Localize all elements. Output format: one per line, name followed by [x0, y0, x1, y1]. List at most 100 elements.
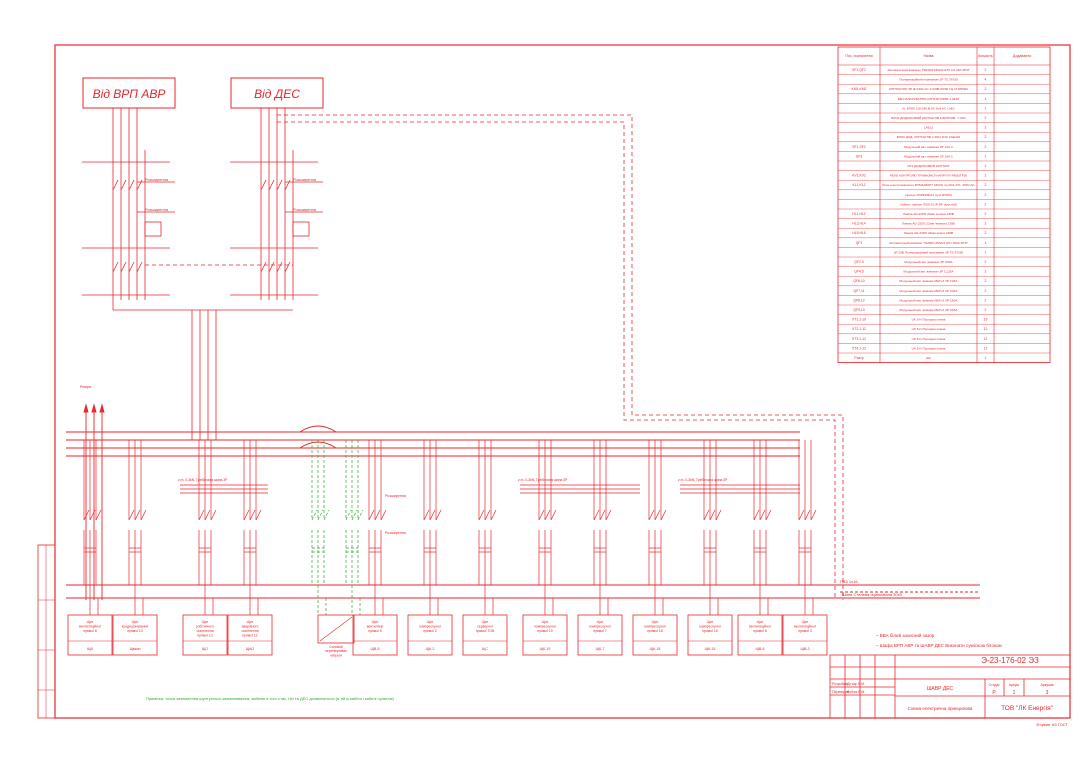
expansion-label-b: Розширення — [385, 531, 406, 535]
avr-expansion-1: Розширення — [145, 177, 168, 182]
spec-name: UK 5-N Прохідна клема — [912, 346, 946, 350]
spec-qty: 2 — [985, 260, 987, 264]
spec-header: Кількість — [978, 54, 993, 58]
spec-name: Модульний авт. вимикач 3P C125A — [904, 270, 955, 274]
spec-name: БЛОК ДОДАТКОВИЙ КОНТАКТІВ 3 ВИТРИМ. 7-3S… — [891, 116, 967, 120]
load-code: ЩК-2 — [426, 647, 435, 651]
legend-line-1: – ВВА білий захисний зазор — [876, 632, 935, 638]
feeder-branch — [368, 440, 387, 615]
load-code: ЩВ — [87, 647, 93, 651]
load-box — [632, 614, 678, 656]
load-name-line: прямої 8 — [83, 629, 97, 633]
spec-pos: QF7,11 — [853, 289, 864, 293]
load-box — [182, 614, 228, 656]
feeder-branch — [128, 440, 147, 615]
spec-pos: XT3.1-12 — [852, 337, 866, 341]
feeder-branch — [538, 440, 557, 615]
spec-pos: KV1,KV2 — [852, 174, 866, 178]
spec-header: Додавання — [1013, 54, 1031, 58]
converter-label-line: напруги — [330, 653, 342, 657]
feeder-branch — [648, 440, 667, 615]
spec-name: OF1 ДОДАТКОВИЙ КОНТАКТ — [907, 164, 950, 168]
spec-pos: QF9,13 — [853, 308, 864, 312]
reserve-label: Резерв — [80, 385, 91, 389]
comb-label-2: z.m. 0,3kN, Гребінчата шина 3P — [518, 478, 568, 482]
spec-qty: 2 — [985, 87, 987, 91]
load-name-line: Щит — [132, 620, 139, 624]
load-name-line: компресорної — [644, 625, 666, 629]
spec-name: Модульний авт. вимикач ВКН-3 3P C32A — [900, 289, 959, 293]
drawing-frame — [54, 44, 1071, 719]
expansion-label-a: Розширення — [385, 494, 406, 498]
format-note: Формат А3 ГОСТ — [1036, 722, 1068, 727]
converter-box — [317, 614, 355, 644]
load-name-line: Щит — [247, 620, 254, 624]
load-code: ЩВ-3 — [801, 647, 810, 651]
spec-qty: 2 — [985, 212, 987, 216]
load-name-line: компресорної — [699, 625, 721, 629]
spec-pos: QF8,12 — [853, 298, 864, 302]
legend-line-2: – Шафа ВРП АВР та ШАВР ДЕС Виконати сумі… — [876, 643, 1002, 648]
sheet-header: Аркуш — [1009, 683, 1020, 687]
spec-qty: 2 — [985, 270, 987, 274]
converter-diagonal — [319, 616, 353, 642]
spec-name: РЕЛЕ КОНТРОЛЮ ТРИФАЗНОЇ НАПРУГИ RM35TF30 — [890, 174, 967, 178]
spec-qty: 1 — [985, 356, 987, 360]
load-box — [687, 614, 733, 656]
load-box — [737, 614, 783, 656]
load-name-line: робітничого — [196, 625, 215, 629]
spec-pos: HL3,HL4 — [852, 222, 865, 226]
load-name-line: аварійного — [242, 625, 259, 629]
spec-qty: 12 — [984, 337, 988, 341]
load-box — [522, 614, 568, 656]
spec-qty: 12 — [984, 346, 988, 350]
load-name-line: Щит — [482, 620, 489, 624]
spec-name: UK 5-N Прохідна клема — [912, 318, 946, 322]
load-box — [352, 614, 398, 656]
load-name-line: освітлення — [196, 629, 213, 633]
spec-name: Автоматичний вимикач TS630N 630A/4 ET5.3… — [887, 68, 969, 72]
load-name-line: компресорної — [534, 625, 556, 629]
spec-qty: 2 — [985, 174, 987, 178]
load-name-line: прямої 3 — [798, 629, 812, 633]
control-link — [145, 114, 844, 600]
spec-pos: QF1 — [856, 241, 863, 245]
load-name-line: вентиляційної — [794, 625, 816, 629]
spec-name: Модульний авт. вимикач ВКН-3 3P C63A — [900, 308, 959, 312]
spec-name: Лампа AD-22DS 22мм зелена 230В — [903, 212, 954, 216]
load-name-line: прямої 6 — [753, 629, 767, 633]
load-name-line: Щит — [542, 620, 549, 624]
load-name-line: прямої ТОВ — [476, 629, 495, 633]
spec-name: Лампа AD-22DS 22мм жовта 230В — [904, 231, 953, 235]
spec-qty: 2 — [985, 135, 987, 139]
load-name-line: Щит — [757, 620, 764, 624]
spec-pos: Р.затр — [854, 356, 863, 360]
spec-name: ШК — [926, 356, 931, 360]
des-expansion-2: Розширення — [293, 207, 316, 212]
load-name-line: серверної — [477, 625, 493, 629]
role-2: Перевірив — [832, 690, 849, 694]
spec-pos: KL1,KL2 — [852, 183, 865, 187]
load-name-line: Щит — [597, 620, 604, 624]
spec-name: UK 5-N Прохідна клема — [912, 327, 946, 331]
converter-label-line: перетворювач — [325, 649, 347, 653]
spec-pos: XT2.1-12 — [852, 327, 866, 331]
load-name-line: компресорної — [589, 625, 611, 629]
spec-pos: HL5,HL6 — [852, 231, 865, 235]
spec-qty: 1 — [985, 164, 987, 168]
spec-qty: 2 — [985, 68, 987, 72]
load-name-line: Щит — [202, 620, 209, 624]
stage-header: Стадія — [989, 683, 1000, 687]
load-code: ЩК-7 — [596, 647, 605, 651]
drawing-note: Примітка: точка заземлення шунтується за… — [146, 696, 394, 701]
spec-qty: 2 — [985, 126, 987, 130]
n-pe-bars — [66, 584, 980, 599]
load-name-line: прямої 18 — [647, 629, 663, 633]
company-name: ТОВ "ЛК Енергія" — [1001, 704, 1054, 712]
spec-qty: 12 — [984, 327, 988, 331]
load-name-line: вентиляції — [367, 625, 383, 629]
spec-qty: 4 — [985, 78, 987, 82]
title-block — [829, 654, 1071, 719]
